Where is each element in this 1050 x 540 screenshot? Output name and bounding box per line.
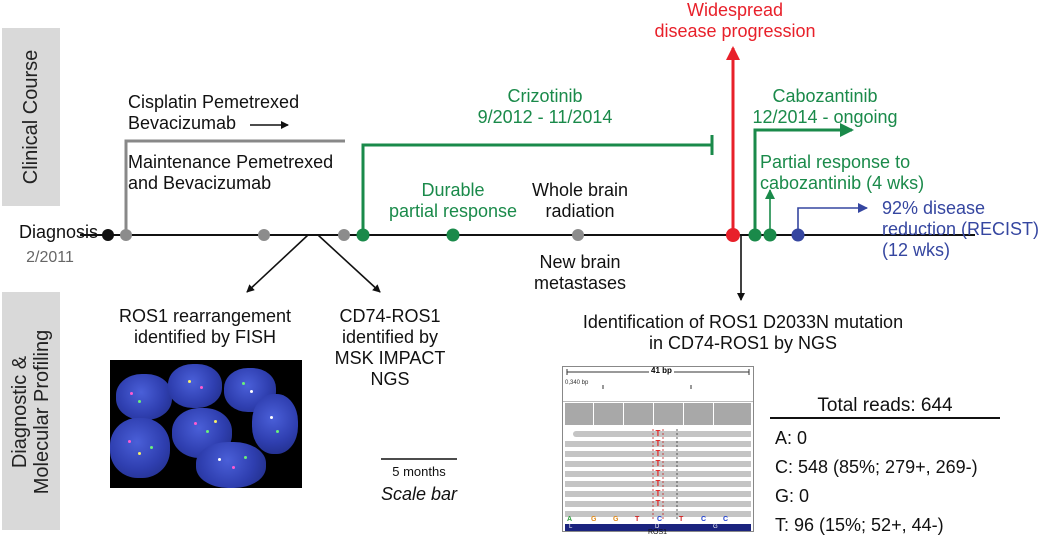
- cabozantinib-label: Cabozantinib: [772, 86, 878, 106]
- ngs-label-line1: Identification of ROS1 D2033N mutation: [582, 312, 904, 332]
- point-disease-reduction: [791, 228, 805, 242]
- igv-position-label: 0,340 bp: [565, 380, 589, 386]
- point-grey-2: [338, 229, 350, 241]
- new-mets-line1: New brain: [539, 252, 621, 272]
- reads-g: G: 0: [775, 486, 810, 506]
- crizotinib-label: Crizotinib: [507, 86, 583, 106]
- maintenance-label-line1: Maintenance Pemetrexed: [128, 152, 334, 172]
- impact-label-line4: NGS: [370, 369, 410, 389]
- progression-label-line1: Widespread: [686, 0, 784, 20]
- scale-bar-label: Scale bar: [380, 484, 458, 504]
- igv-gene-name: ROS1: [648, 529, 668, 536]
- cabozantinib-arrow: [753, 123, 854, 235]
- igv-seq-base-6: C: [701, 516, 707, 523]
- fish-pointer: [246, 234, 309, 293]
- new-mets-line2: metastases: [533, 273, 627, 293]
- igv-seq-base-1: G: [591, 516, 597, 523]
- igv-seq-base-7: C: [723, 516, 729, 523]
- ngs-label-line2: in CD74-ROS1 by NGS: [648, 333, 838, 353]
- igv-pileup: 41 bp 0,340 bp T T T T T T T T: [562, 366, 754, 532]
- diagnosis-date: 2/2011: [26, 249, 74, 266]
- igv-seq-base-3: T: [635, 516, 640, 523]
- point-crizotinib-start: [356, 228, 370, 242]
- point-durable-response: [446, 228, 460, 242]
- igv-gene-letter-0: L: [569, 524, 573, 530]
- fish-image: [110, 360, 302, 488]
- reads-t: T: 96 (15%; 52+, 44-): [775, 515, 944, 535]
- igv-width-label: 41 bp: [649, 366, 674, 375]
- maintenance-bracket: [124, 139, 345, 235]
- point-brain-radiation: [572, 229, 584, 241]
- igv-ruler: 41 bp 0,340 bp: [563, 367, 753, 402]
- clinical-course-box: [2, 28, 60, 206]
- durable-response-line1: Durable: [421, 180, 485, 200]
- igv-seq-base-5: T: [679, 516, 684, 523]
- maintenance-label-line2: and Bevacizumab: [128, 173, 272, 193]
- cabozantinib-dates: 12/2014 - ongoing: [752, 107, 898, 127]
- reads-a: A: 0: [775, 428, 808, 448]
- reduction-line2: reduction (RECIST): [882, 219, 1040, 239]
- progression-label-line2: disease progression: [654, 21, 816, 41]
- point-partial-response: [763, 228, 777, 242]
- reduction-line3: (12 wks): [882, 240, 951, 260]
- brain-radiation-line2: radiation: [545, 201, 615, 221]
- chemo-label-line2: Bevacizumab: [128, 113, 237, 133]
- chemo-label-line1: Cisplatin Pemetrexed: [128, 92, 300, 112]
- impact-pointer: [317, 234, 381, 293]
- reduction-line1: 92% disease: [882, 198, 986, 218]
- igv-coverage-track: [565, 403, 751, 425]
- brain-radiation-line1: Whole brain: [531, 180, 629, 200]
- igv-reads: T T T T T T T T: [565, 429, 751, 525]
- reduction-arrow: [797, 203, 868, 235]
- point-grey-1: [258, 229, 270, 241]
- point-cabozantinib-start: [748, 228, 762, 242]
- durable-response-line2: partial response: [388, 201, 518, 221]
- fish-label-line2: identified by FISH: [133, 327, 277, 347]
- reads-c: C: 548 (85%; 279+, 269-): [775, 457, 978, 477]
- igv-seq-base-4: C: [657, 516, 663, 523]
- crizotinib-dates: 9/2012 - 11/2014: [477, 107, 613, 127]
- igv-gene-track: [565, 524, 751, 531]
- total-reads: Total reads: 644: [817, 395, 953, 416]
- partial-response-line2: cabozantinib (4 wks): [760, 173, 925, 193]
- impact-label-line2: identified by: [341, 327, 439, 347]
- impact-label-line1: CD74-ROS1: [339, 306, 441, 326]
- igv-gene-letter-1: D: [655, 524, 660, 530]
- point-chemo-start: [120, 229, 132, 241]
- igv-seq-base-2: G: [613, 516, 619, 523]
- crizotinib-bar: [361, 143, 712, 235]
- scale-bar-value: 5 months: [392, 464, 446, 479]
- diagnostic-profiling-box: [2, 292, 60, 530]
- point-progression: [726, 228, 740, 242]
- impact-label-line3: MSK IMPACT: [334, 348, 446, 368]
- igv-seq-base-0: A: [567, 516, 573, 523]
- fish-label-line1: ROS1 rearrangement: [118, 306, 292, 326]
- partial-response-line1: Partial response to: [760, 152, 911, 172]
- igv-gene-letter-2: G: [713, 524, 718, 530]
- point-diagnosis: [102, 229, 114, 241]
- diagnosis-label: Diagnosis: [18, 222, 98, 242]
